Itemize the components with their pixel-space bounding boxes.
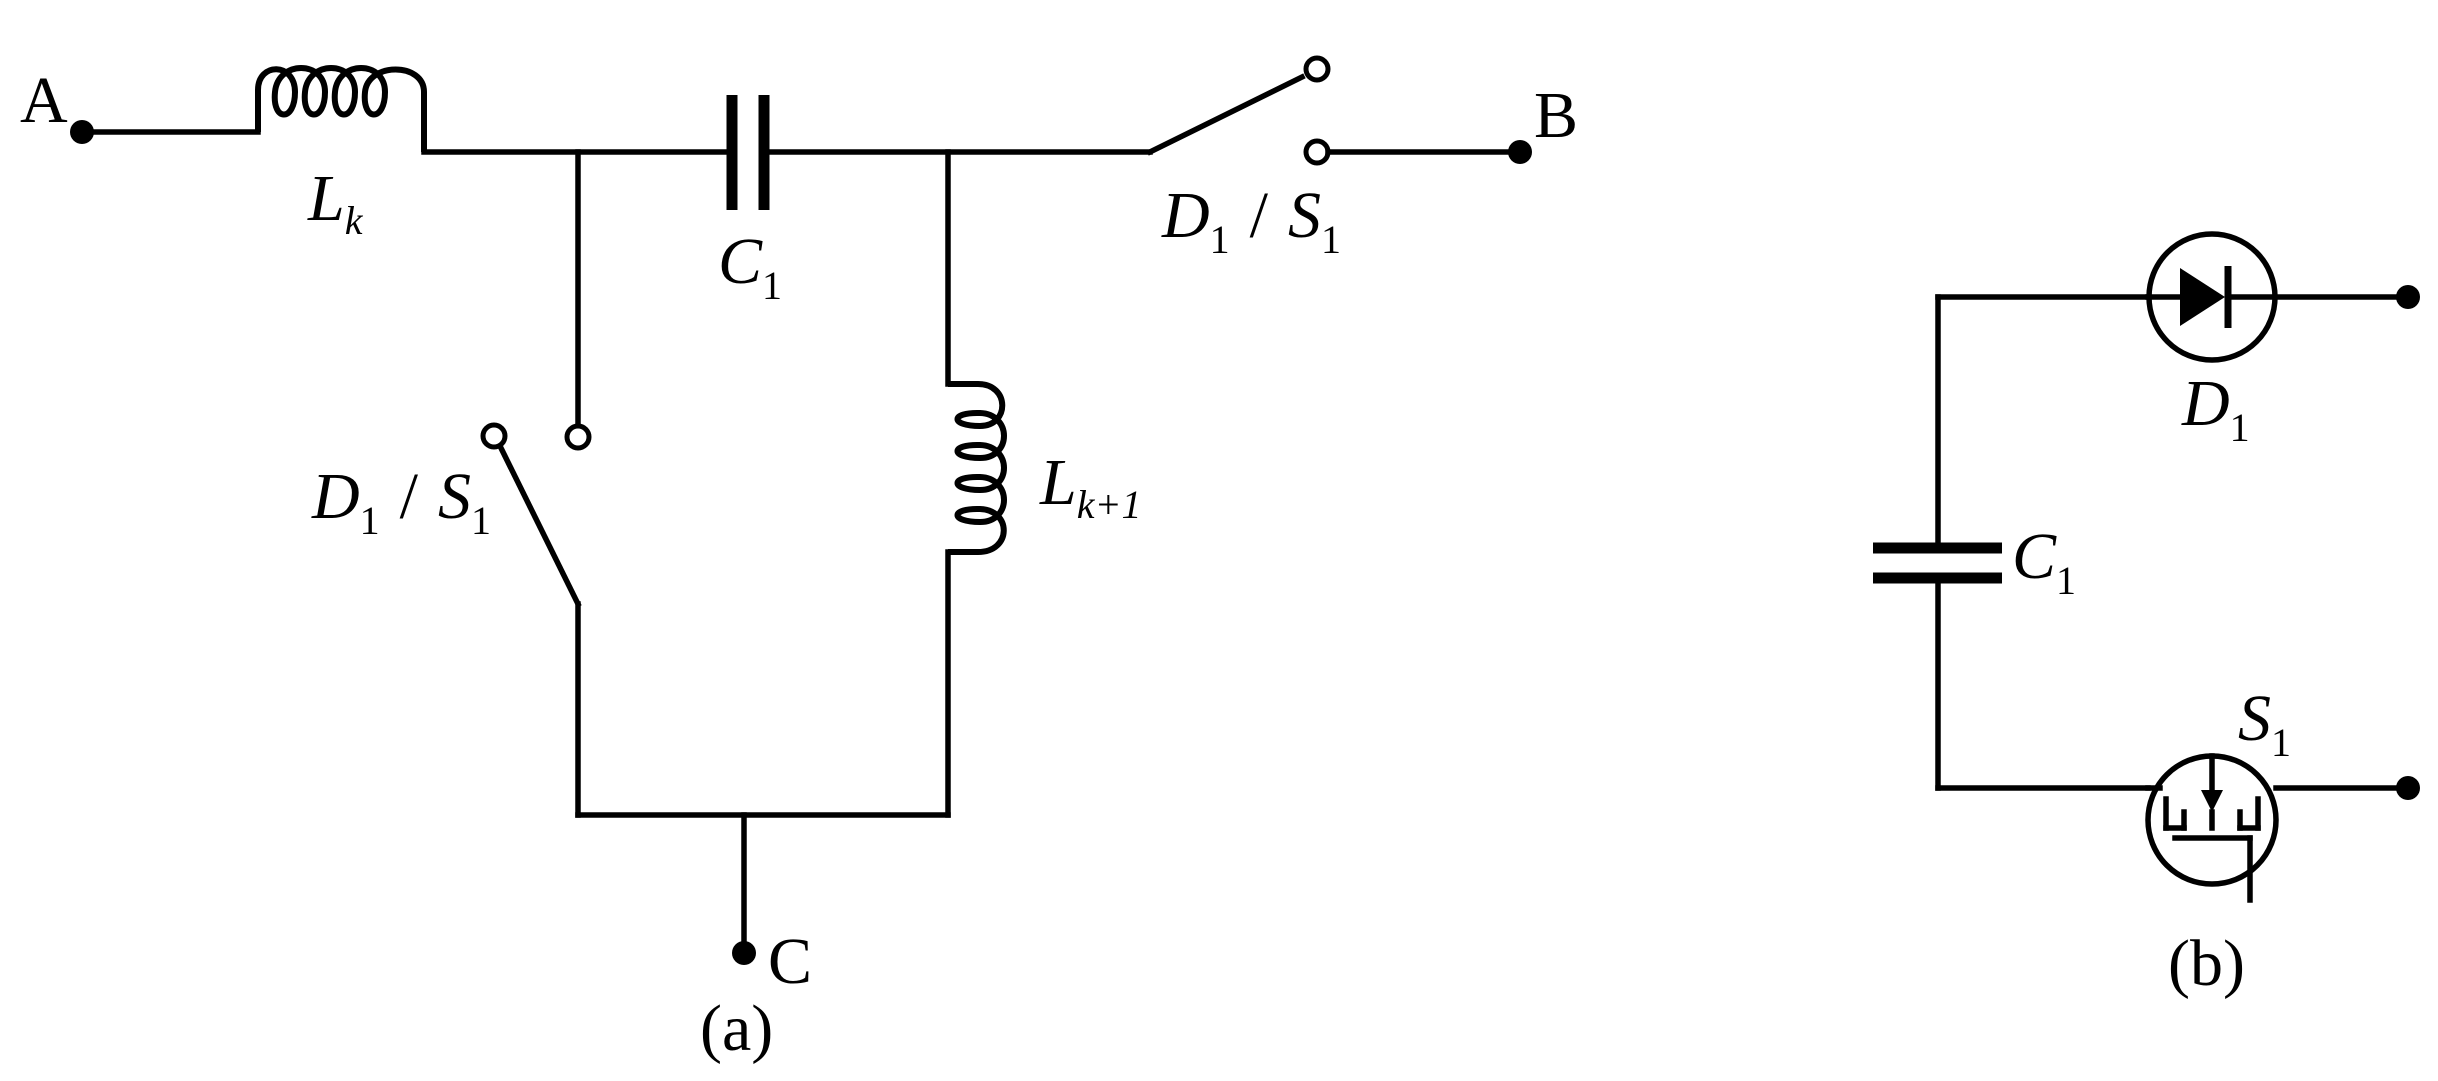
terminal-b-top-node xyxy=(2396,285,2420,309)
mosfet-arrow-icon xyxy=(2201,790,2223,812)
switch-left-label: D1/S1 xyxy=(311,460,491,543)
inductor-lk1-symbol xyxy=(948,381,1007,555)
terminal-b-bottom-node xyxy=(2396,776,2420,800)
switch-left-contact xyxy=(564,423,592,451)
mosfet-s1-label: S1 xyxy=(2238,682,2291,765)
switch-top-blade xyxy=(1146,73,1306,156)
inductor-lk1-label: Lk+1 xyxy=(1039,446,1141,527)
switch-top-contact xyxy=(1303,138,1331,166)
terminal-c-label: C xyxy=(768,925,812,998)
terminal-c-node xyxy=(732,941,756,965)
capacitor-c1-label: C1 xyxy=(718,225,782,308)
panel-b: D1 C1 S1 (b) xyxy=(1873,231,2420,1000)
panel-a-caption: (a) xyxy=(700,992,773,1065)
terminal-b-node xyxy=(1508,140,1532,164)
switch-top-contact-open xyxy=(1303,55,1331,83)
switch-left-pivot xyxy=(480,422,508,450)
inductor-lk-symbol xyxy=(255,65,427,152)
diode-d1-label: D1 xyxy=(2181,367,2250,450)
capacitor-b-label: C1 xyxy=(2012,520,2076,603)
terminal-a-label: A xyxy=(20,64,68,137)
inductor-lk-label: Lk xyxy=(307,162,364,243)
terminal-b-label: B xyxy=(1534,79,1578,152)
panel-b-caption: (b) xyxy=(2168,927,2245,1000)
switch-top-label: D1/S1 xyxy=(1161,179,1341,262)
diode-d1-icon xyxy=(2180,268,2225,326)
switch-left-blade xyxy=(496,442,582,608)
panel-a: A B C Lk C1 Lk+1 D1/S1 D1/S1 (a) xyxy=(20,55,1578,1065)
